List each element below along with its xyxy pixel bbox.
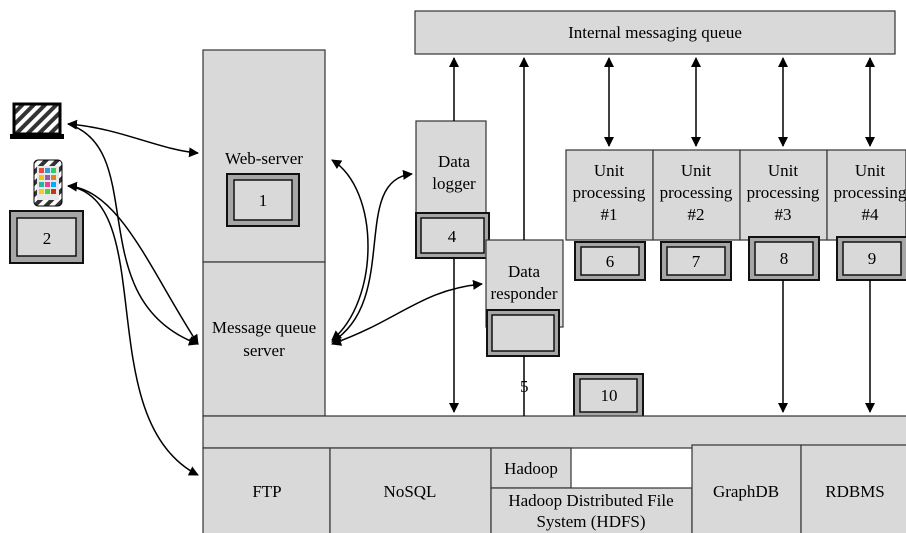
- arrow-phone-storage: [67, 185, 199, 476]
- data-responder-line2: responder: [490, 284, 557, 303]
- badge-1: 1: [259, 191, 268, 210]
- hdfs-label-line1: Hadoop Distributed File: [508, 491, 673, 510]
- graphdb-label: GraphDB: [713, 482, 779, 501]
- graphdb-box: [691, 444, 802, 533]
- unit-processing-4: Unit processing #4 9: [826, 149, 906, 281]
- hdfs-box: [490, 487, 693, 533]
- unit1-line3: #1: [601, 205, 618, 224]
- message-queue-server: Message queue server: [202, 261, 326, 417]
- unit3-line2: processing: [747, 183, 820, 202]
- unit3-line1: Unit: [768, 161, 799, 180]
- badge-4: 4: [448, 227, 457, 246]
- storage-bus: [202, 415, 906, 449]
- laptop-icon: [10, 102, 64, 139]
- rdbms-label: RDBMS: [825, 482, 885, 501]
- hadoop-label: Hadoop: [504, 459, 558, 478]
- badge-6: 6: [606, 252, 615, 271]
- arrow-mqs-responder: [331, 279, 483, 346]
- unit3-line3: #3: [775, 205, 792, 224]
- unit-processing-2: Unit processing #2 7: [652, 149, 741, 281]
- rdbms-box: [800, 444, 906, 533]
- arrow-phone-mqs: [67, 181, 199, 345]
- unit-processing-3: Unit processing #3 8: [739, 149, 828, 281]
- unit4-line3: #4: [862, 205, 880, 224]
- nosql-box: [329, 447, 492, 533]
- mobile-badge: 2: [9, 210, 84, 264]
- data-responder: Data responder: [485, 239, 564, 357]
- mqs-label-line2: server: [243, 341, 285, 360]
- data-logger-line2: logger: [432, 174, 476, 193]
- badge-8: 8: [780, 249, 789, 268]
- arrow-mqs-logger: [331, 169, 413, 343]
- unit1-line1: Unit: [594, 161, 625, 180]
- arrow-webserver-mqs: [331, 159, 369, 341]
- unit1-line2: processing: [573, 183, 646, 202]
- ftp-box: [202, 447, 331, 533]
- data-logger: Data logger 4: [415, 120, 490, 259]
- data-logger-line1: Data: [438, 152, 471, 171]
- badge-10: 10: [601, 386, 618, 405]
- web-server: Web-server 1: [202, 49, 326, 263]
- unit2-line2: processing: [660, 183, 733, 202]
- internal-messaging-queue: Internal messaging queue: [414, 10, 896, 55]
- badge-7: 7: [692, 252, 701, 271]
- arrow-laptop-webserver: [67, 119, 199, 158]
- storage-layer: FTP NoSQL Hadoop Hadoop Distributed File…: [202, 444, 906, 533]
- smartphone-icon: [33, 159, 63, 207]
- hadoop-box: [490, 447, 572, 489]
- hdfs-label-line2: System (HDFS): [536, 512, 645, 531]
- data-responder-line1: Data: [508, 262, 541, 281]
- unit-processing-1: Unit processing #1 6: [565, 149, 654, 281]
- queue-label: Internal messaging queue: [568, 23, 742, 42]
- connectors: 5: [67, 57, 875, 476]
- unit4-line2: processing: [834, 183, 906, 202]
- badge-9: 9: [868, 249, 877, 268]
- badge-10-box: 10: [573, 373, 644, 418]
- unit4-line1: Unit: [855, 161, 886, 180]
- label-5: 5: [520, 377, 529, 396]
- mqs-label-line1: Message queue: [212, 318, 316, 337]
- web-server-label: Web-server: [225, 149, 303, 168]
- unit2-line3: #2: [688, 205, 705, 224]
- unit2-line1: Unit: [681, 161, 712, 180]
- badge-2: 2: [43, 229, 52, 248]
- nosql-label: NoSQL: [384, 482, 437, 501]
- ftp-label: FTP: [252, 482, 281, 501]
